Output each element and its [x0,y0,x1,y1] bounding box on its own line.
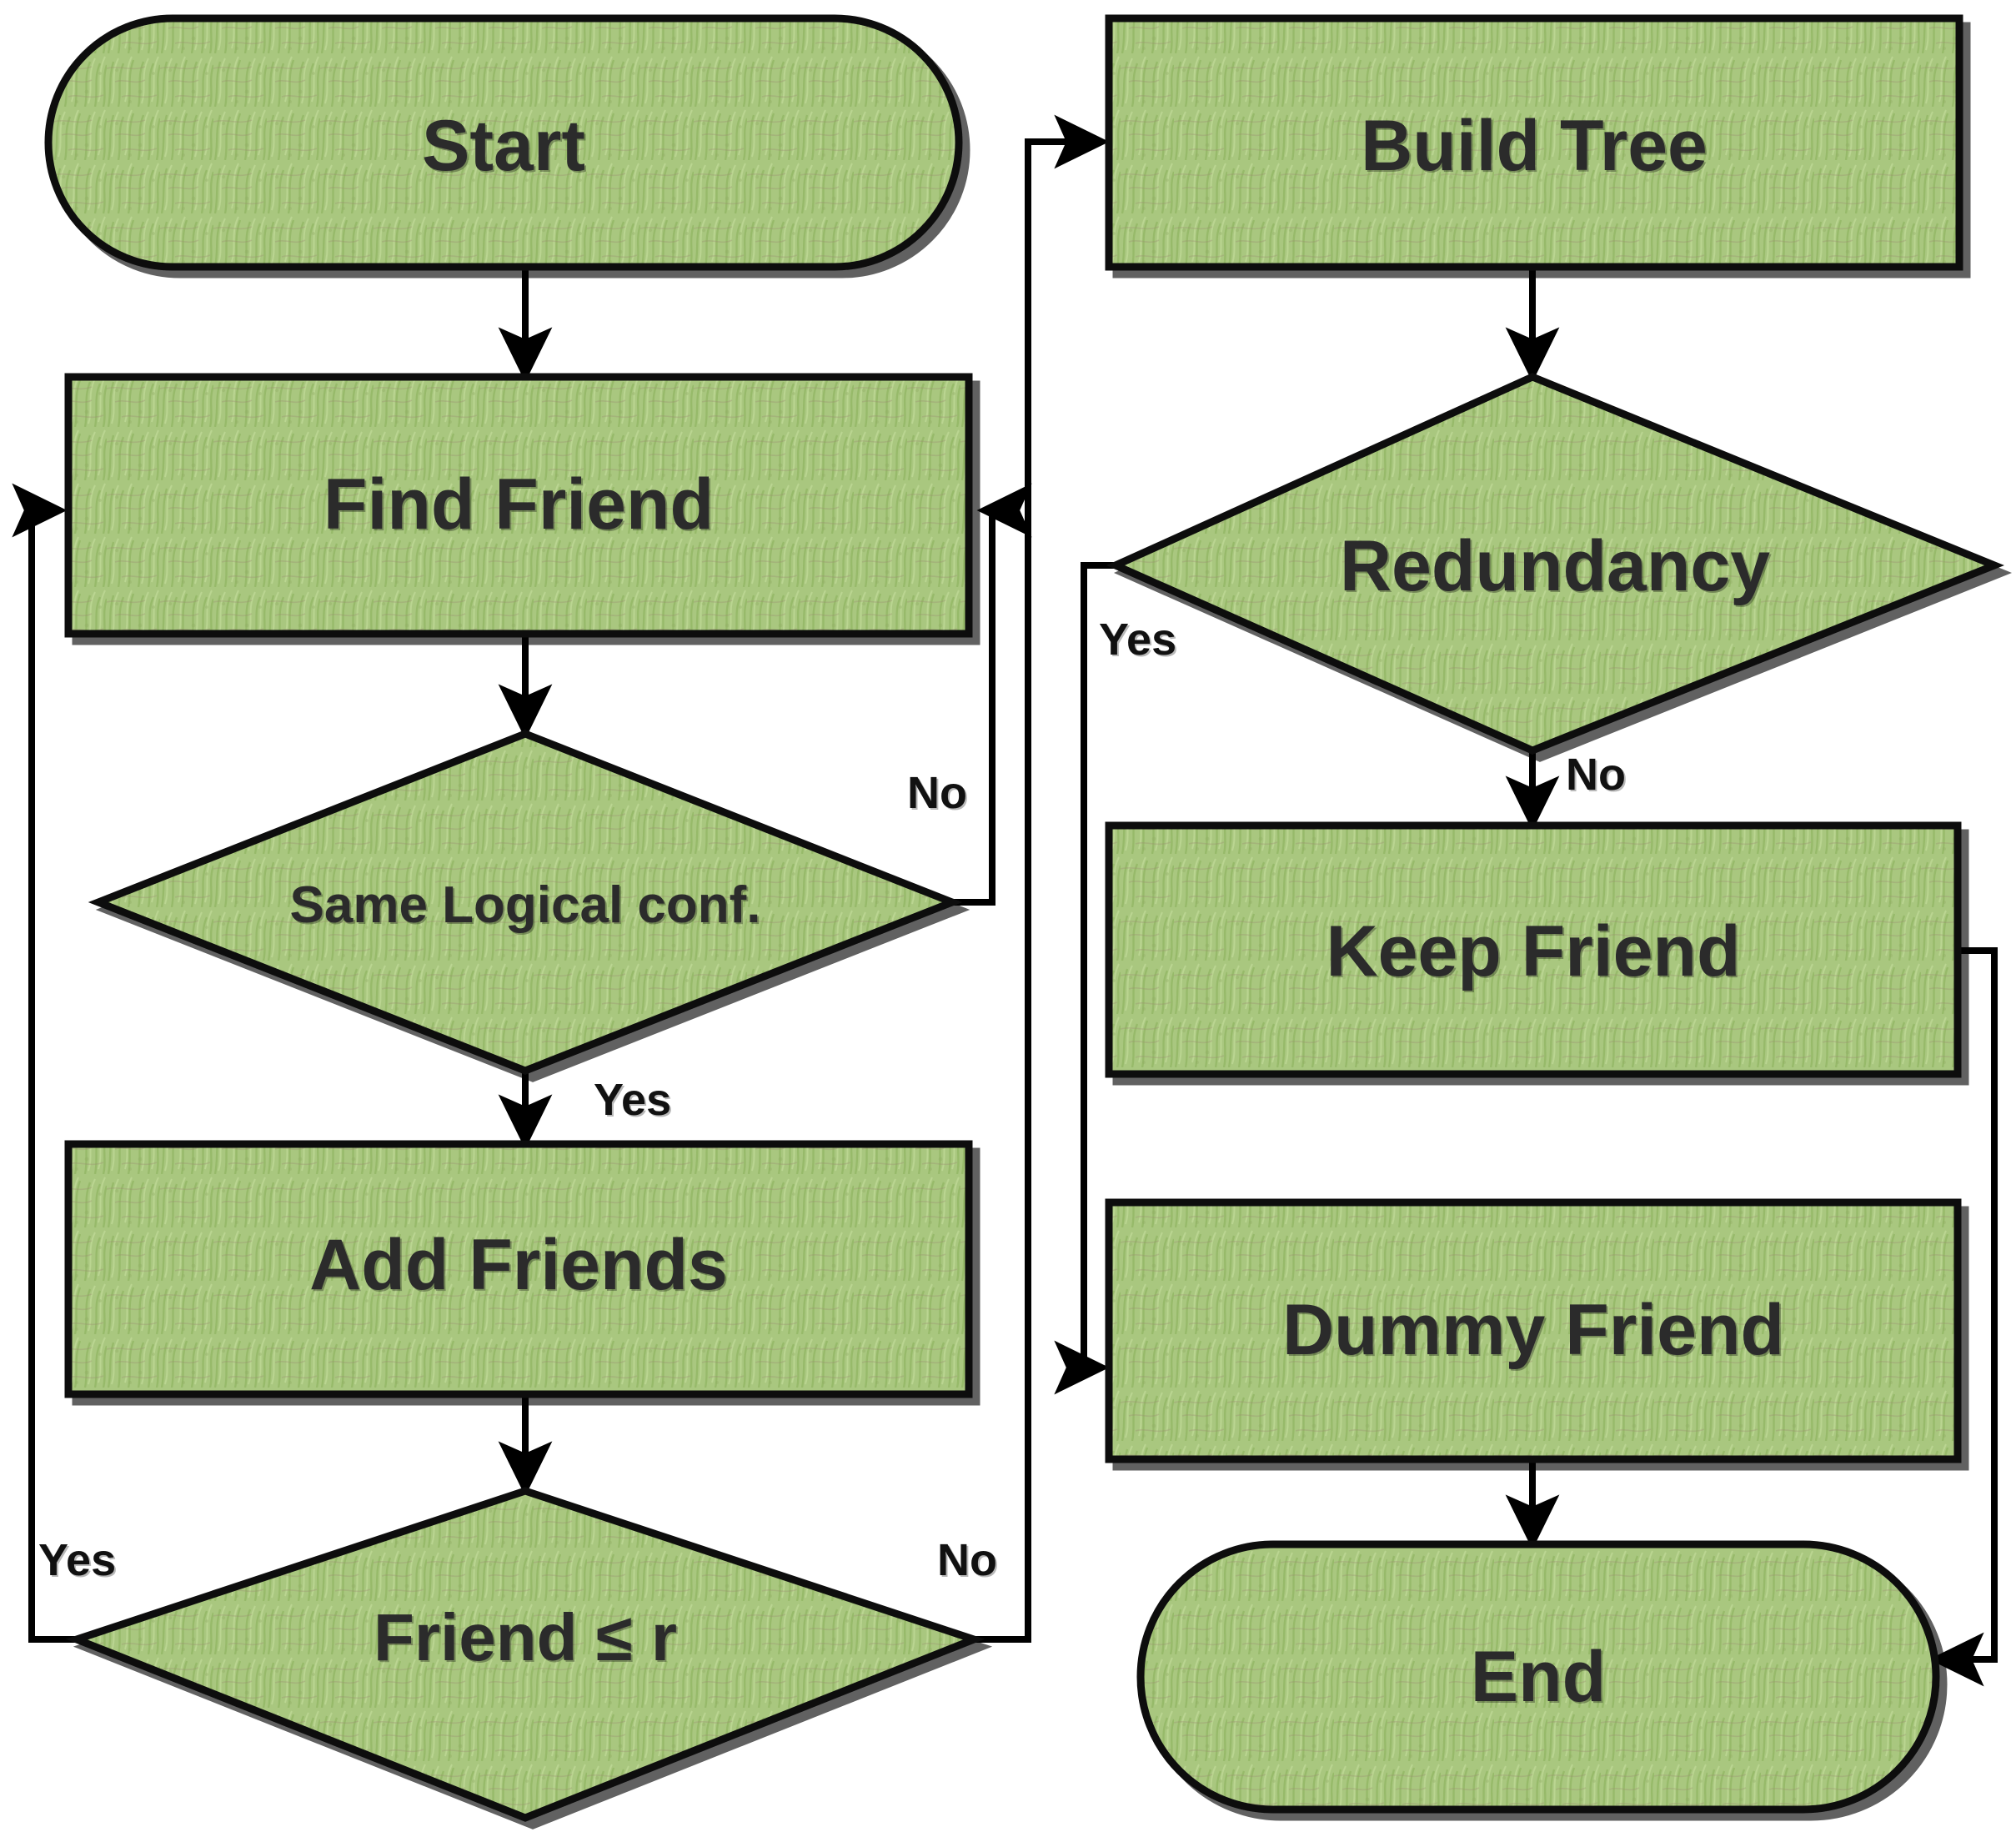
node-layer [44,14,2005,1822]
edge-redundancy-yes-to-dummy-friend [1054,562,1116,1395]
edge-friend-le-r-yes-to-find-friend [12,483,77,1643]
node-build-tree-shape[interactable] [1105,14,1963,271]
node-add-friends-shape[interactable] [64,1140,973,1398]
edge-layer [12,114,1998,1687]
node-end-shape[interactable] [1136,1540,1940,1814]
node-keep-friend-shape[interactable] [1105,821,1962,1078]
node-find-friend-shape[interactable] [64,373,973,638]
edge-friend-le-r-no-to-build-tree [974,114,1110,1643]
node-redundancy-shape[interactable] [1106,373,2005,755]
node-dummy-friend-shape[interactable] [1105,1198,1962,1463]
node-start-shape[interactable] [44,14,963,271]
edge-same-logical-no-to-find-friend [952,483,1032,906]
node-same-logical-shape[interactable] [88,730,963,1075]
node-friend-le-r-shape[interactable] [65,1487,985,1822]
edge-keep-friend-to-end [1928,947,1998,1687]
